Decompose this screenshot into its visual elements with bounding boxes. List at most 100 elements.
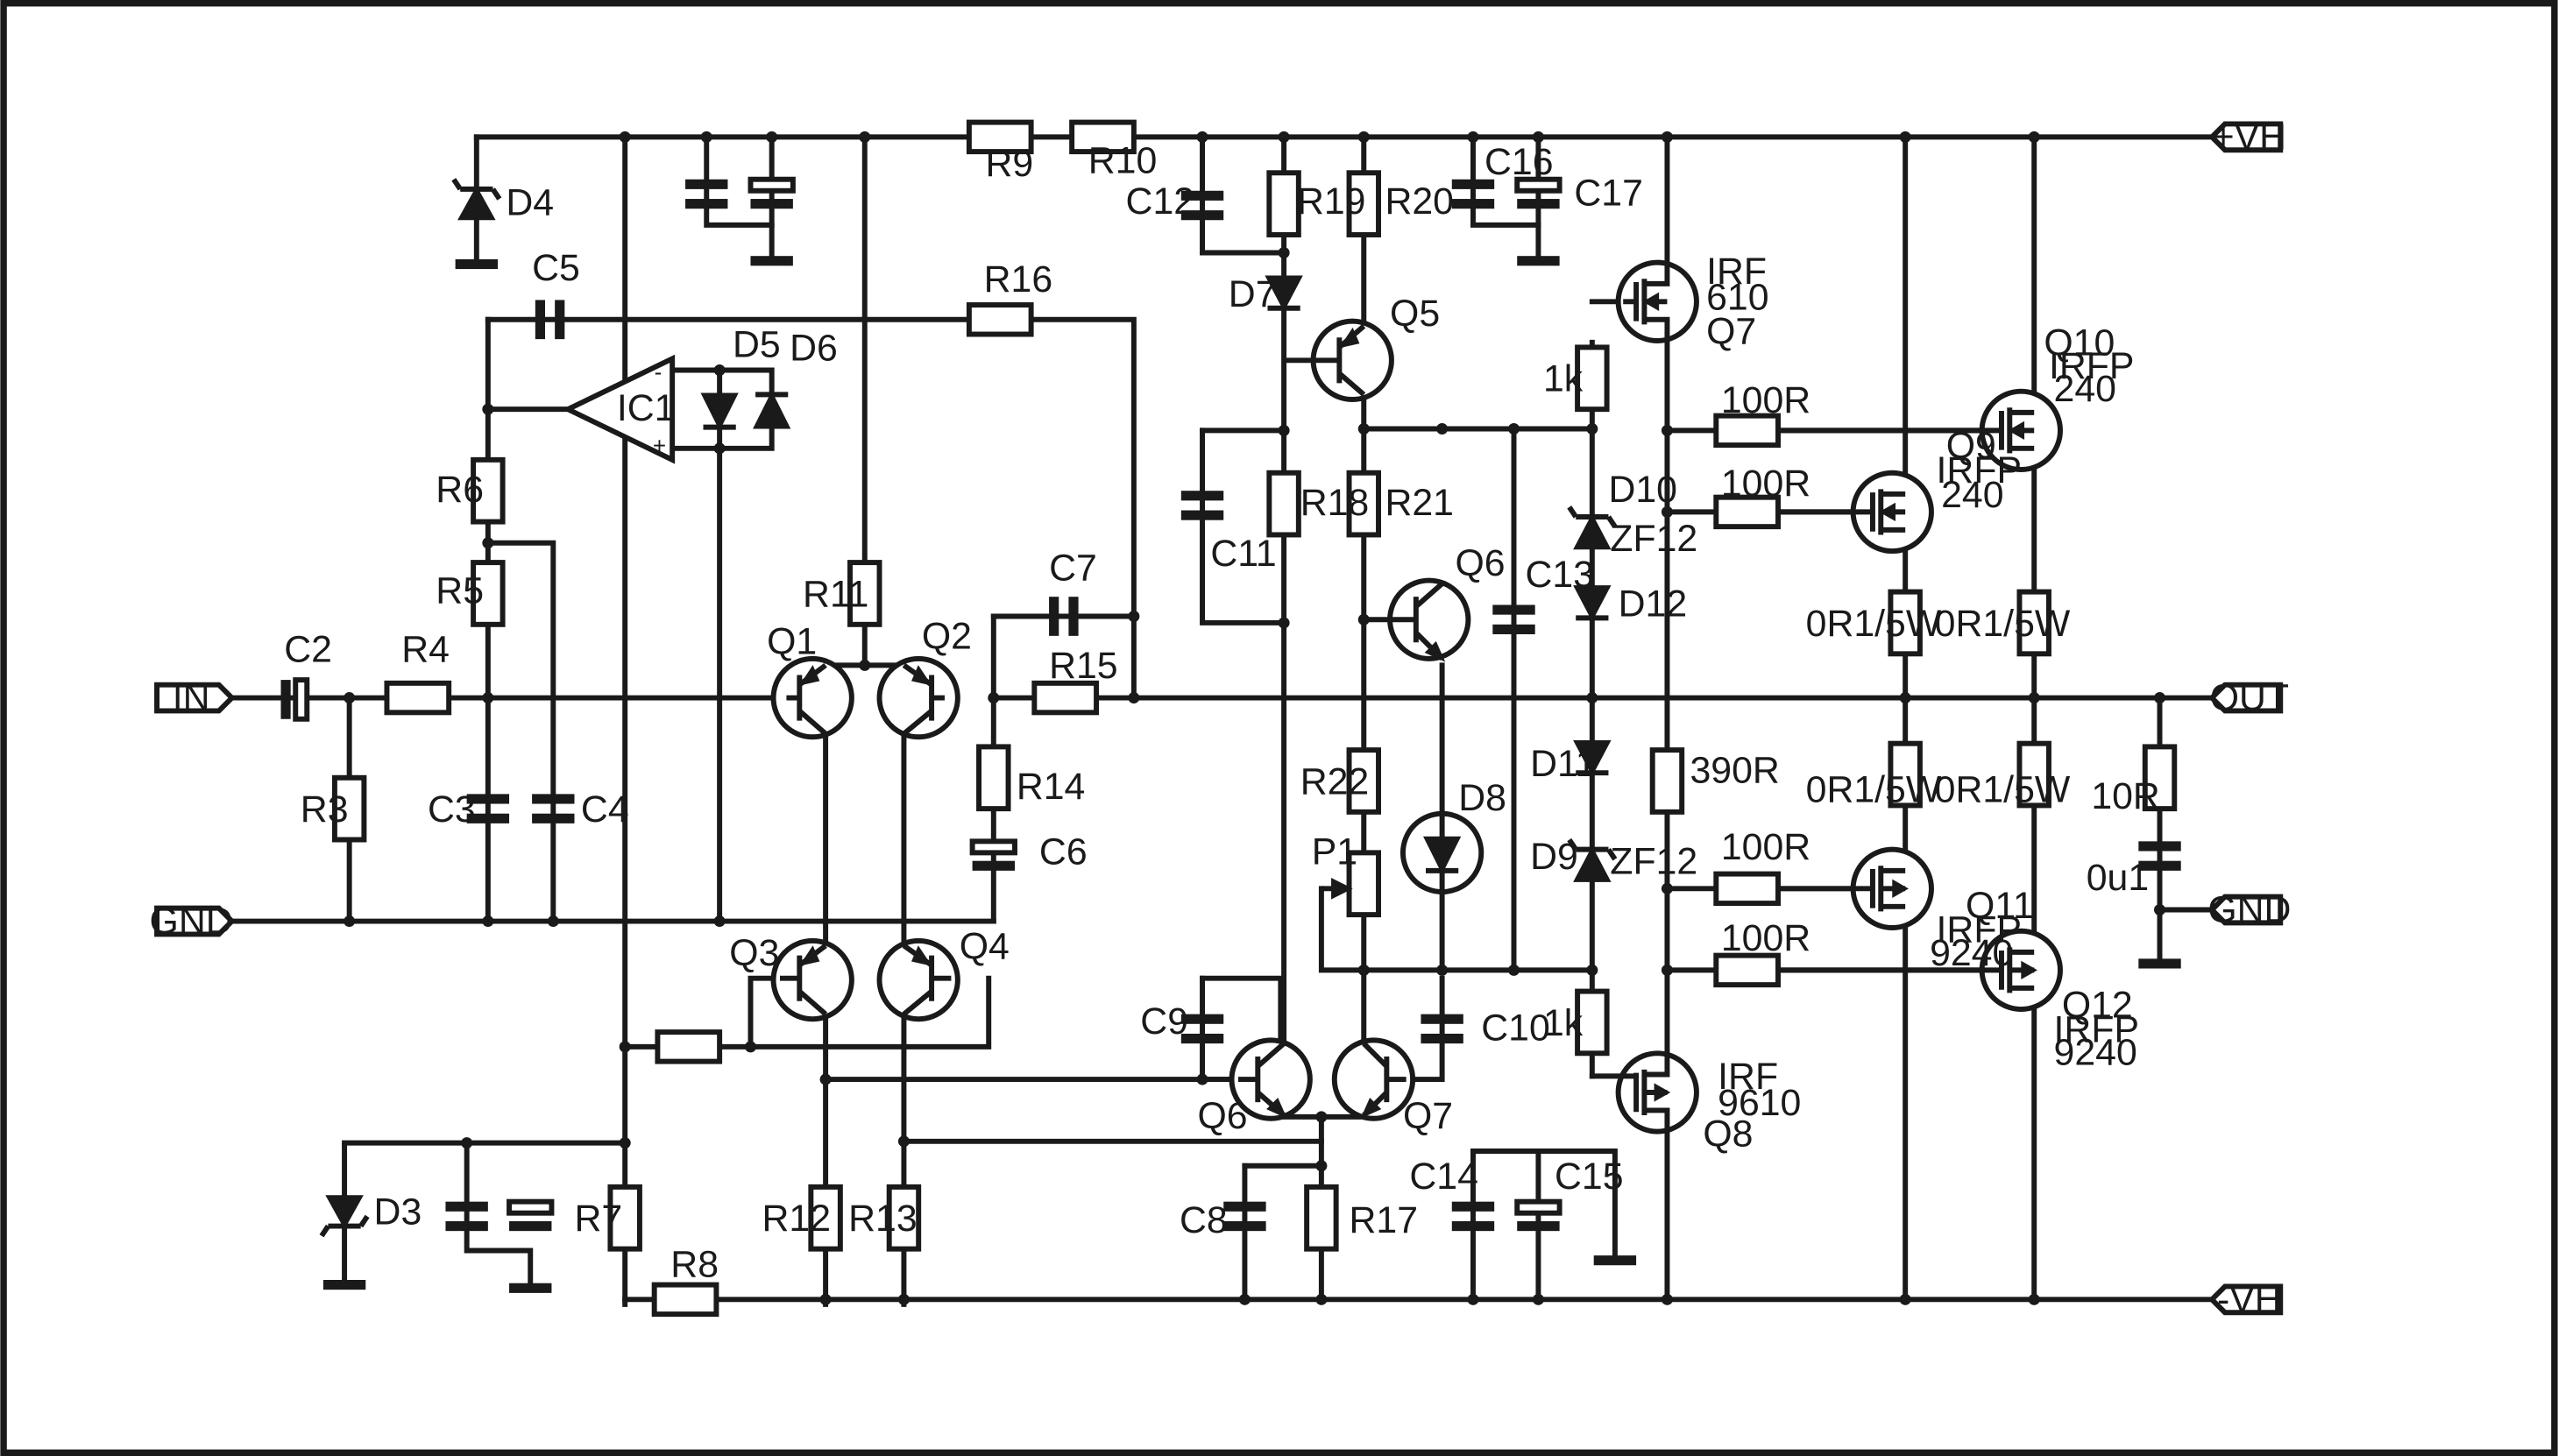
label-c3: C3 (428, 788, 476, 830)
transistor-q1 (770, 655, 854, 740)
label-q7-type-a: IRF (1706, 251, 1767, 293)
label-r10: R10 (1088, 139, 1158, 181)
label-src-q12: 0R1/5W (1935, 769, 2071, 811)
label-c15: C15 (1555, 1156, 1624, 1198)
label-r8: R8 (670, 1243, 719, 1285)
label-q5: Q5 (1390, 293, 1440, 335)
ground-symbols (322, 256, 2181, 1293)
capacitor-c4 (532, 794, 575, 823)
label-gate-q9: 100R (1721, 463, 1810, 505)
label-c12: C12 (1126, 180, 1195, 223)
label-c2: C2 (284, 629, 332, 671)
resistor-r20 (1346, 170, 1382, 237)
transistor-q4 (876, 937, 960, 1022)
capacitor-c6 (969, 838, 1017, 871)
label-c14: C14 (1409, 1156, 1478, 1198)
label-c5: C5 (532, 247, 580, 289)
capacitor-c9 (1180, 1014, 1224, 1044)
resistor-r15 (1031, 680, 1100, 716)
label-q8-name: Q8 (1703, 1113, 1753, 1155)
port-output-label: OUT (2210, 677, 2289, 719)
capacitor-c12 (1180, 190, 1224, 221)
label-d7: D7 (1229, 273, 1277, 315)
opamp-minus-label: - (655, 359, 663, 385)
mosfet-q11 (1778, 846, 1934, 930)
resistor-r12 (808, 1184, 843, 1252)
label-r6: R6 (436, 469, 484, 511)
resistor-r9 (966, 119, 1034, 155)
resistor-gate-q10 (1713, 413, 1781, 449)
label-q7-name: Q7 (1706, 311, 1756, 353)
label-d3: D3 (374, 1191, 422, 1233)
port-vh-positive-label: +VH (2213, 116, 2286, 158)
resistor-r10 (1069, 119, 1137, 155)
label-c8: C8 (1180, 1199, 1228, 1241)
component-labels: D4 C5 D5 D6 R6 R5 C2 R4 R3 C3 C4 R9 R10 … (284, 139, 2160, 1285)
potentiometer-p1 (1346, 850, 1382, 918)
label-q8-type-b: 9610 (1718, 1082, 1801, 1124)
label-r16: R16 (984, 258, 1053, 300)
label-c7: C7 (1049, 548, 1097, 590)
resistor-390r (1649, 747, 1685, 815)
transistor-q6-mirror (1229, 1037, 1313, 1121)
label-r17: R17 (1350, 1199, 1419, 1241)
diode-d7 (1265, 275, 1303, 312)
label-r3: R3 (301, 788, 349, 830)
label-q8-type-a: IRF (1718, 1056, 1778, 1098)
capacitor-supply-a (685, 179, 728, 209)
resistor-r19 (1266, 170, 1301, 237)
diode-d12 (1573, 585, 1612, 622)
label-r11: R11 (803, 573, 868, 615)
capacitor-c5 (535, 300, 565, 340)
label-gate-q12: 100R (1721, 917, 1810, 959)
port-gnd-left: GND (150, 901, 236, 943)
resistor-r3 (331, 774, 367, 843)
capacitor-d3-a (445, 1201, 488, 1232)
diode-d6 (753, 391, 791, 429)
resistor-r4 (384, 680, 452, 716)
port-vh-negative: -VH (2207, 1278, 2284, 1320)
mosfet-q7 (1615, 259, 1699, 343)
port-gnd-right-label: GND (2207, 889, 2291, 931)
mosfet-q10 (1778, 388, 2063, 472)
label-r15: R15 (1049, 645, 1118, 687)
diodes (319, 178, 1618, 1280)
capacitor-c11 (1180, 491, 1224, 520)
capacitor-c7 (1049, 597, 1079, 636)
diode-d9-zener (1567, 838, 1618, 882)
capacitor-supply-b (748, 176, 796, 209)
label-q11-name: Q11 (1966, 885, 2034, 927)
label-src-q9: 0R1/5W (1806, 603, 1942, 645)
resistor-r22 (1346, 747, 1382, 815)
label-c11: C11 (1210, 533, 1276, 575)
label-d9: D9 (1530, 836, 1578, 878)
resistor-r13 (886, 1184, 922, 1252)
diode-d11 (1573, 739, 1612, 777)
transistor-q7-mirror (1331, 1037, 1416, 1121)
resistor-r5 (471, 560, 506, 627)
label-r21: R21 (1385, 482, 1454, 524)
resistor-r18 (1266, 470, 1301, 538)
label-gate-q8: 1k (1543, 1002, 1584, 1044)
resistor-zobel (2142, 744, 2178, 812)
capacitor-d3-b (507, 1198, 555, 1232)
label-c17: C17 (1574, 173, 1643, 215)
label-c4: C4 (581, 788, 629, 830)
capacitor-c3 (466, 794, 510, 823)
label-r18: R18 (1300, 482, 1370, 524)
label-zobel-c: 0u1 (2087, 857, 2149, 899)
label-c13: C13 (1526, 554, 1595, 596)
label-r12: R12 (762, 1198, 832, 1240)
resistor-src-q9 (1888, 589, 1923, 657)
port-gnd-left-label: GND (150, 901, 233, 943)
label-d8: D8 (1458, 777, 1506, 819)
label-c16: C16 (1484, 141, 1554, 183)
resistor-r6 (471, 456, 506, 525)
label-zobel-r: 10R (2091, 775, 2160, 817)
capacitor-c8 (1223, 1201, 1266, 1232)
capacitors (280, 176, 2181, 1232)
transistor-q6-vas (1387, 577, 1471, 662)
capacitor-c16 (1451, 179, 1495, 209)
